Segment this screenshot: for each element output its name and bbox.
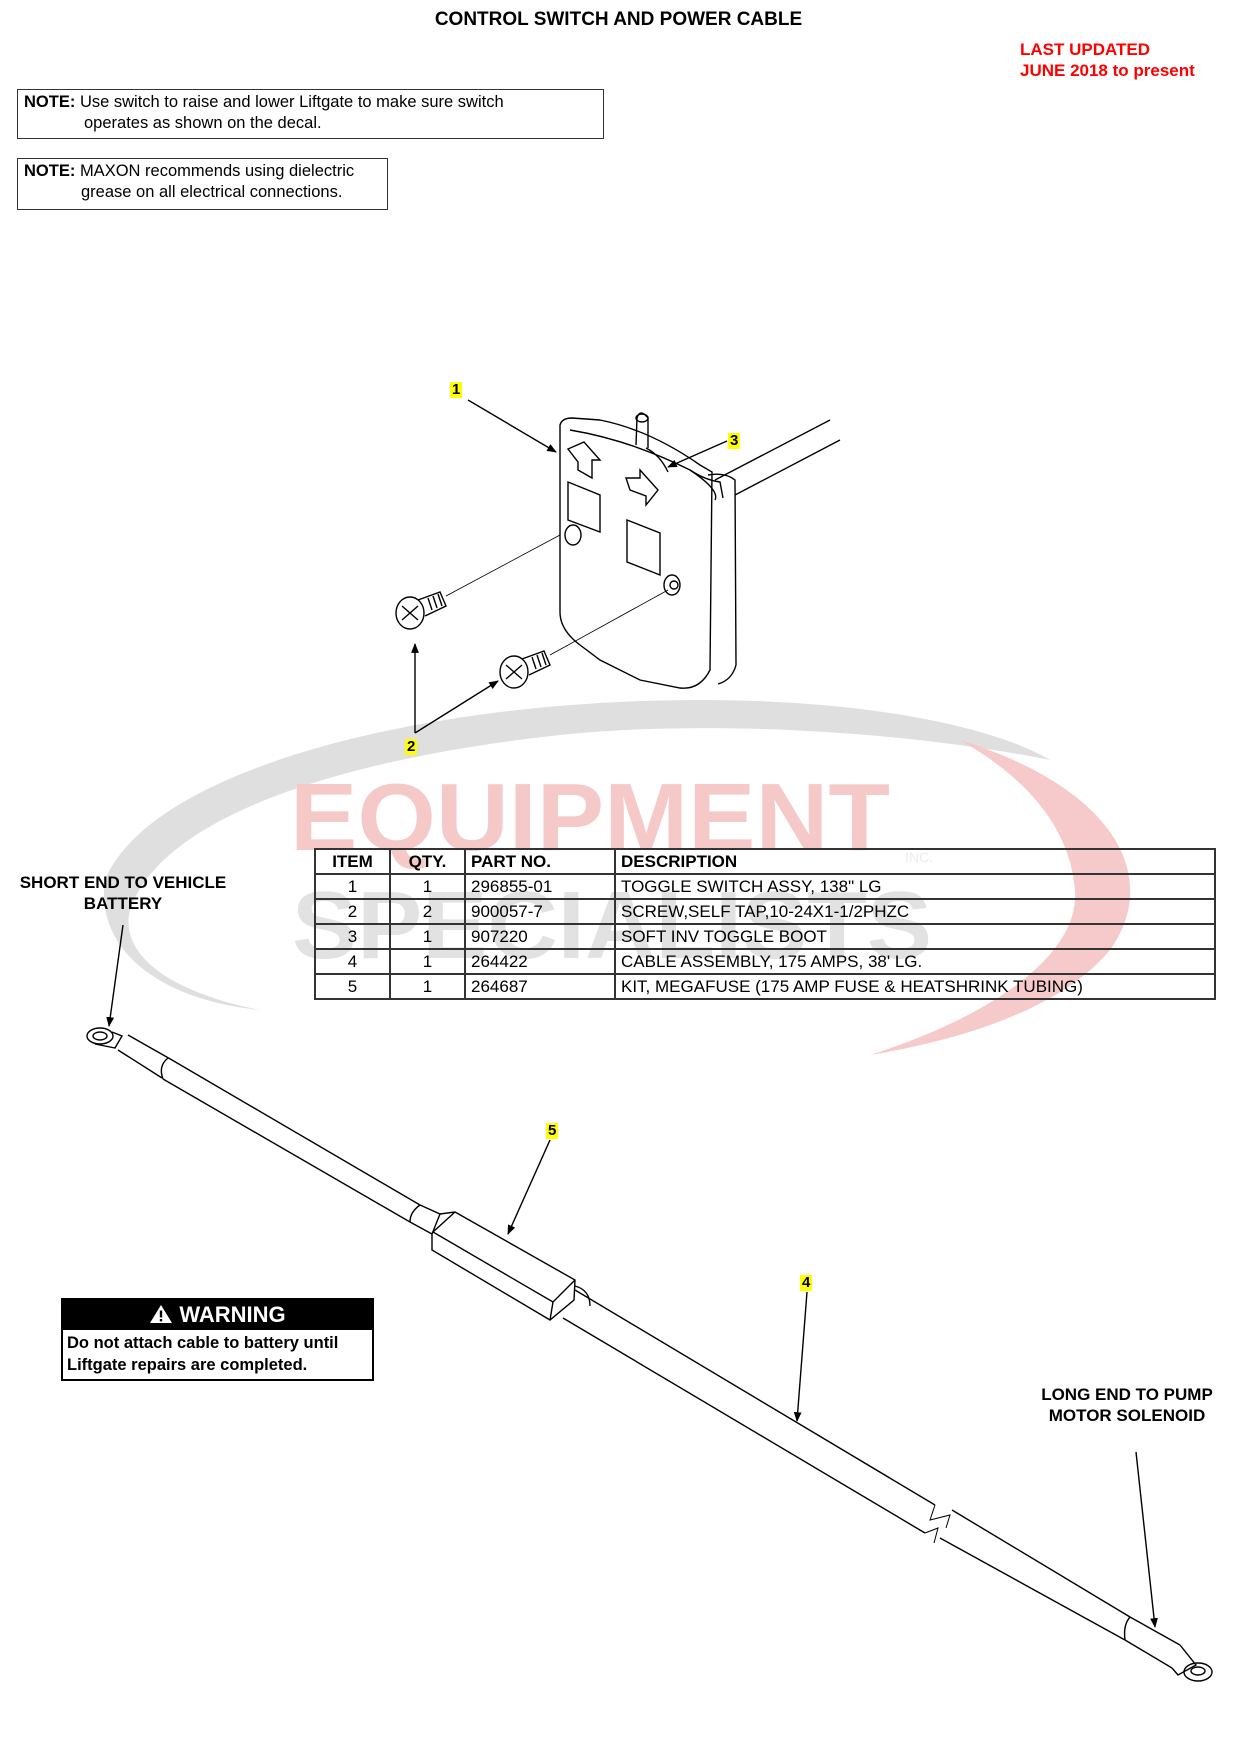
cell-part-no: 900057-7 [464,898,616,925]
cell-item: 4 [314,948,391,975]
cell-part-no: 296855-01 [464,873,616,900]
last-updated-notice: LAST UPDATED JUNE 2018 to present [1020,39,1195,81]
page-title: CONTROL SWITCH AND POWER CABLE [434,9,803,30]
note-label: NOTE: [24,162,76,180]
short-end-label: SHORT END TO VEHICLE BATTERY [0,872,246,914]
leader-long-end [1135,1451,1158,1628]
warning-title: WARNING [179,1302,286,1327]
note-label: NOTE: [24,93,76,111]
cell-part-no: 907220 [464,923,616,950]
table-row: 5 1 264687 KIT, MEGAFUSE (175 AMP FUSE &… [314,973,1216,1000]
cell-qty: 1 [389,873,466,900]
callout-item-1: 1 [450,381,463,398]
last-updated-line2: JUNE 2018 to present [1020,61,1195,80]
leader-item-4 [793,1291,808,1422]
toggle-switch-drawing [559,412,841,689]
cell-part-no: 264687 [464,973,616,1000]
leader-item-1 [467,399,557,453]
short-end-label-line2: BATTERY [83,894,163,913]
screw-drawing-1 [395,591,447,630]
cell-description: KIT, MEGAFUSE (175 AMP FUSE & HEATSHRINK… [614,973,1216,1000]
note-text-line1: MAXON recommends using dielectric [79,162,355,180]
leader-short-end [106,924,124,1027]
cell-part-no: 264422 [464,948,616,975]
cell-item: 1 [314,873,391,900]
cell-description: SCREW,SELF TAP,10-24X1-1/2PHZC [614,898,1216,925]
table-row: 1 1 296855-01 TOGGLE SWITCH ASSY, 138" L… [314,873,1216,900]
cell-description: TOGGLE SWITCH ASSY, 138" LG [614,873,1216,900]
parts-list-table: ITEM QTY. PART NO. DESCRIPTION 1 1 29685… [314,848,1216,1000]
note-switch-operation: NOTE: Use switch to raise and lower Lift… [17,89,604,139]
cell-item: 5 [314,973,391,1000]
warning-box: WARNING Do not attach cable to battery u… [61,1298,374,1381]
callout-item-2: 2 [405,738,418,755]
column-header-item: ITEM [314,848,391,875]
warning-header: WARNING [63,1300,372,1330]
column-header-part-no: PART NO. [464,848,616,875]
cell-item: 3 [314,923,391,950]
table-row: 3 1 907220 SOFT INV TOGGLE BOOT [314,923,1216,950]
warning-triangle-icon [150,1305,173,1323]
leader-item-2b [414,680,499,734]
column-header-qty: QTY. [389,848,466,875]
note-text-line2: operates as shown on the decal. [84,114,322,132]
callout-item-4: 4 [800,1274,813,1291]
callout-item-5: 5 [546,1122,559,1139]
warning-message: Do not attach cable to battery until Lif… [63,1330,372,1379]
leader-item-3 [667,440,728,468]
short-end-label-line1: SHORT END TO VEHICLE [19,873,227,892]
cell-qty: 2 [389,898,466,925]
power-cable-drawing [86,1027,1213,1682]
screw-drawing-2 [499,650,551,689]
leader-item-5 [507,1139,551,1235]
table-row: 4 1 264422 CABLE ASSEMBLY, 175 AMPS, 38'… [314,948,1216,975]
callout-item-3: 3 [728,432,741,449]
long-end-label-line2: MOTOR SOLENOID [1048,1406,1206,1425]
cell-qty: 1 [389,923,466,950]
warning-line2: Liftgate repairs are completed. [67,1356,308,1374]
cell-qty: 1 [389,973,466,1000]
note-text-line1: Use switch to raise and lower Liftgate t… [79,93,504,111]
note-dielectric-grease: NOTE: MAXON recommends using dielectric … [17,158,388,210]
note-text-line2: grease on all electrical connections. [81,183,343,201]
column-header-description: DESCRIPTION [614,848,1216,875]
table-header-row: ITEM QTY. PART NO. DESCRIPTION [314,848,1216,875]
long-end-label-line1: LONG END TO PUMP [1041,1385,1213,1404]
cell-qty: 1 [389,948,466,975]
cell-description: SOFT INV TOGGLE BOOT [614,923,1216,950]
last-updated-line1: LAST UPDATED [1020,40,1151,59]
long-end-label: LONG END TO PUMP MOTOR SOLENOID [1024,1384,1230,1426]
cell-description: CABLE ASSEMBLY, 175 AMPS, 38' LG. [614,948,1216,975]
cell-item: 2 [314,898,391,925]
table-row: 2 2 900057-7 SCREW,SELF TAP,10-24X1-1/2P… [314,898,1216,925]
warning-line1: Do not attach cable to battery until [67,1334,339,1352]
